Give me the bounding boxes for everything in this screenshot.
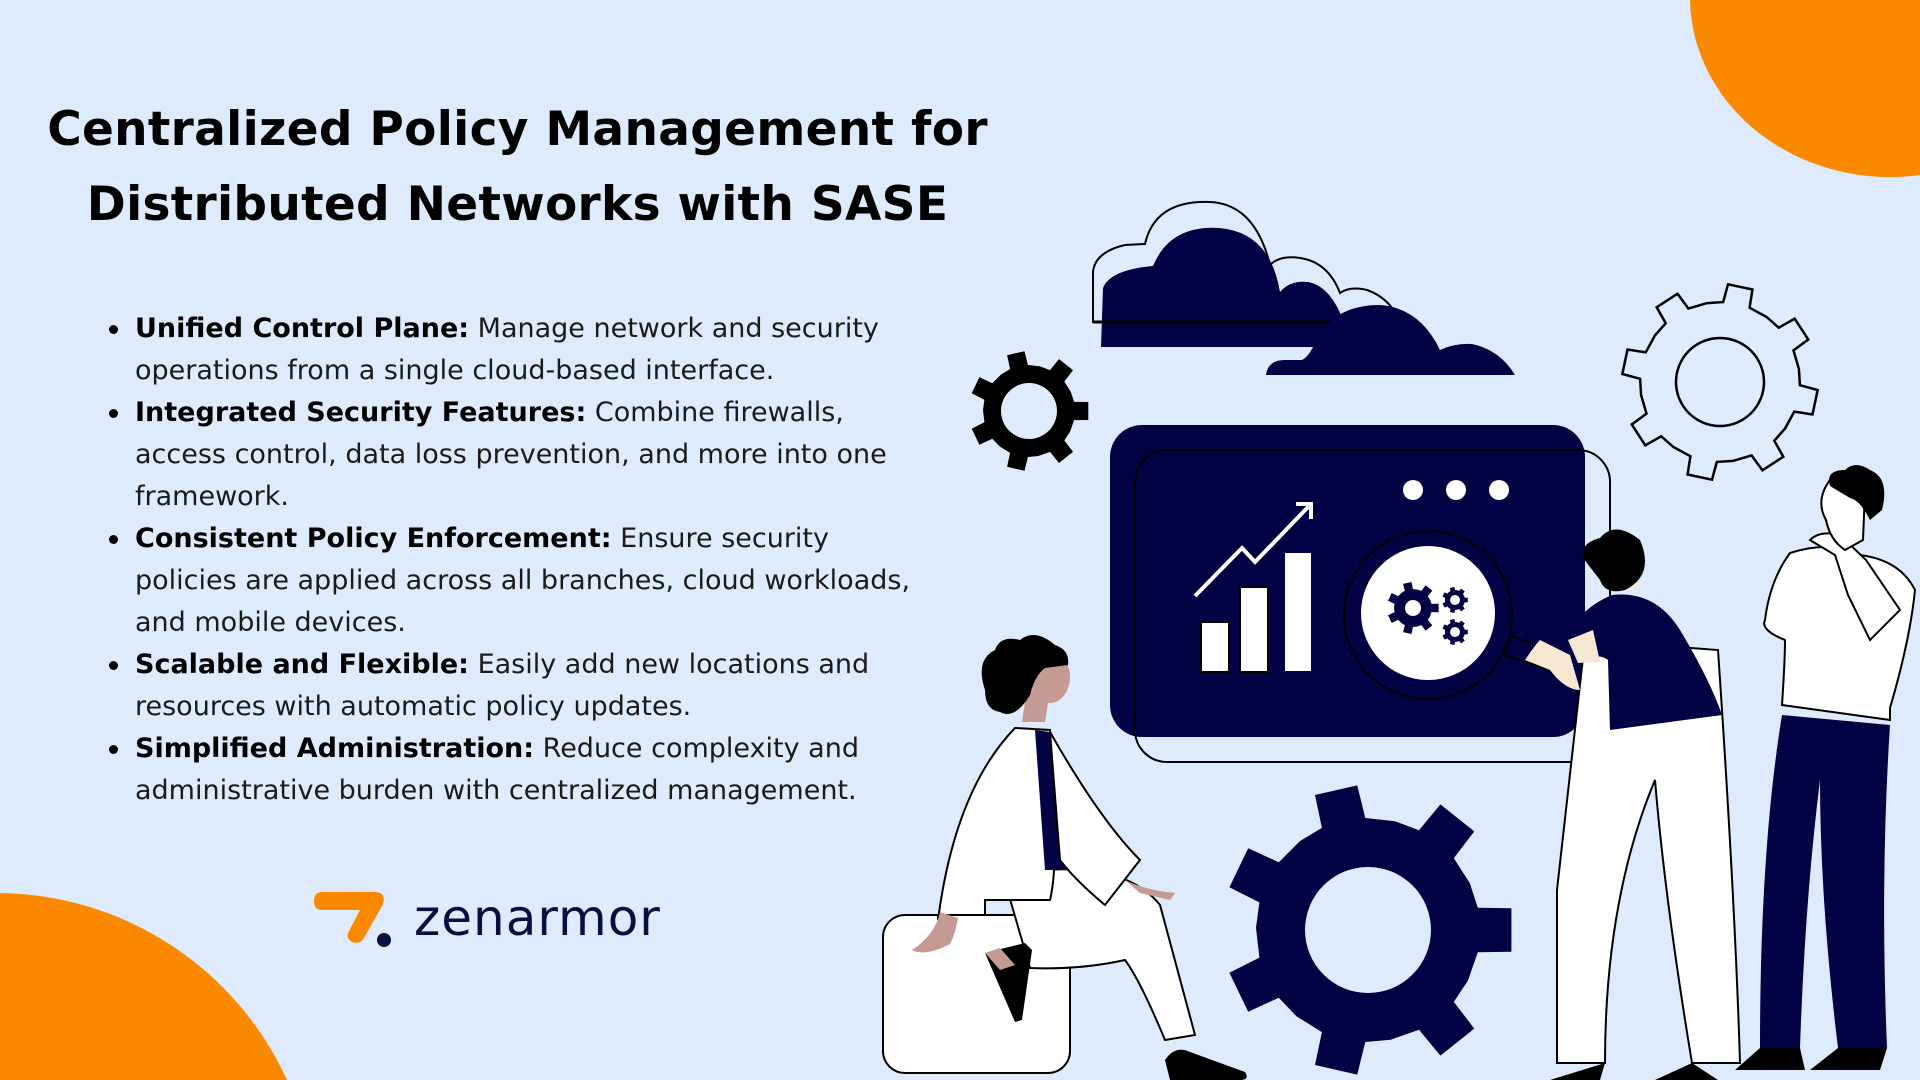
gear-shape <box>1620 282 1820 482</box>
feature-heading: Simplified Administration: <box>135 733 535 764</box>
trend-arrow-head-icon <box>1296 502 1313 519</box>
gear-icon <box>971 351 1089 471</box>
cloud-icon <box>1266 305 1515 375</box>
decorative-orange-circle-top-right <box>1690 0 1920 178</box>
decorative-orange-circle-bottom-left <box>0 893 287 1080</box>
gear-outline-icon <box>1620 282 1820 482</box>
gear-hole <box>1674 336 1766 428</box>
bullet-icon <box>109 409 118 418</box>
feature-item: Simplified Administration: Reduce comple… <box>105 728 935 812</box>
gear-shape <box>1229 785 1512 1075</box>
page-title: Centralized Policy Management for Distri… <box>40 92 995 242</box>
title-line-2: Distributed Networks with SASE <box>86 177 949 232</box>
dots-menu-icon <box>1403 480 1509 500</box>
bullet-icon <box>109 325 118 334</box>
bar-chart-icon <box>1200 553 1311 673</box>
title-line-1: Centralized Policy Management for <box>47 102 988 157</box>
person-sitting <box>882 635 1247 1080</box>
feature-item: Unified Control Plane: Manage network an… <box>105 308 935 392</box>
feature-item: Consistent Policy Enforcement: Ensure se… <box>105 518 935 644</box>
dashboard-screen <box>1110 425 1611 763</box>
bullet-icon <box>109 535 118 544</box>
person-thinking <box>1735 465 1917 1070</box>
gear-icon <box>1229 785 1512 1075</box>
zenarmor-logo: zenarmor <box>312 888 661 948</box>
feature-heading: Scalable and Flexible: <box>135 649 469 680</box>
feature-list: Unified Control Plane: Manage network an… <box>105 308 935 812</box>
feature-text: Ensure security policies are applied acr… <box>135 523 911 638</box>
bullet-icon <box>109 661 118 670</box>
trend-arrow-icon <box>1193 503 1312 598</box>
feature-text: Easily add new locations and resources w… <box>135 649 870 722</box>
feature-heading: Unified Control Plane: <box>135 313 470 344</box>
feature-text: Reduce complexity and administrative bur… <box>135 733 859 806</box>
feature-heading: Integrated Security Features: <box>135 397 587 428</box>
feature-text: Manage network and security operations f… <box>135 313 879 386</box>
settings-gears-icon <box>1388 582 1468 645</box>
person-pointing <box>1525 529 1742 1080</box>
feature-text: Combine firewalls, access control, data … <box>135 397 887 512</box>
zenarmor-mark-icon <box>314 892 391 947</box>
gear-shape <box>971 351 1089 471</box>
bullet-icon <box>109 745 118 754</box>
feature-heading: Consistent Policy Enforcement: <box>135 523 612 554</box>
zenarmor-wordmark: zenarmor <box>414 889 661 947</box>
feature-item: Scalable and Flexible: Easily add new lo… <box>105 644 935 728</box>
feature-item: Integrated Security Features: Combine fi… <box>105 392 935 518</box>
